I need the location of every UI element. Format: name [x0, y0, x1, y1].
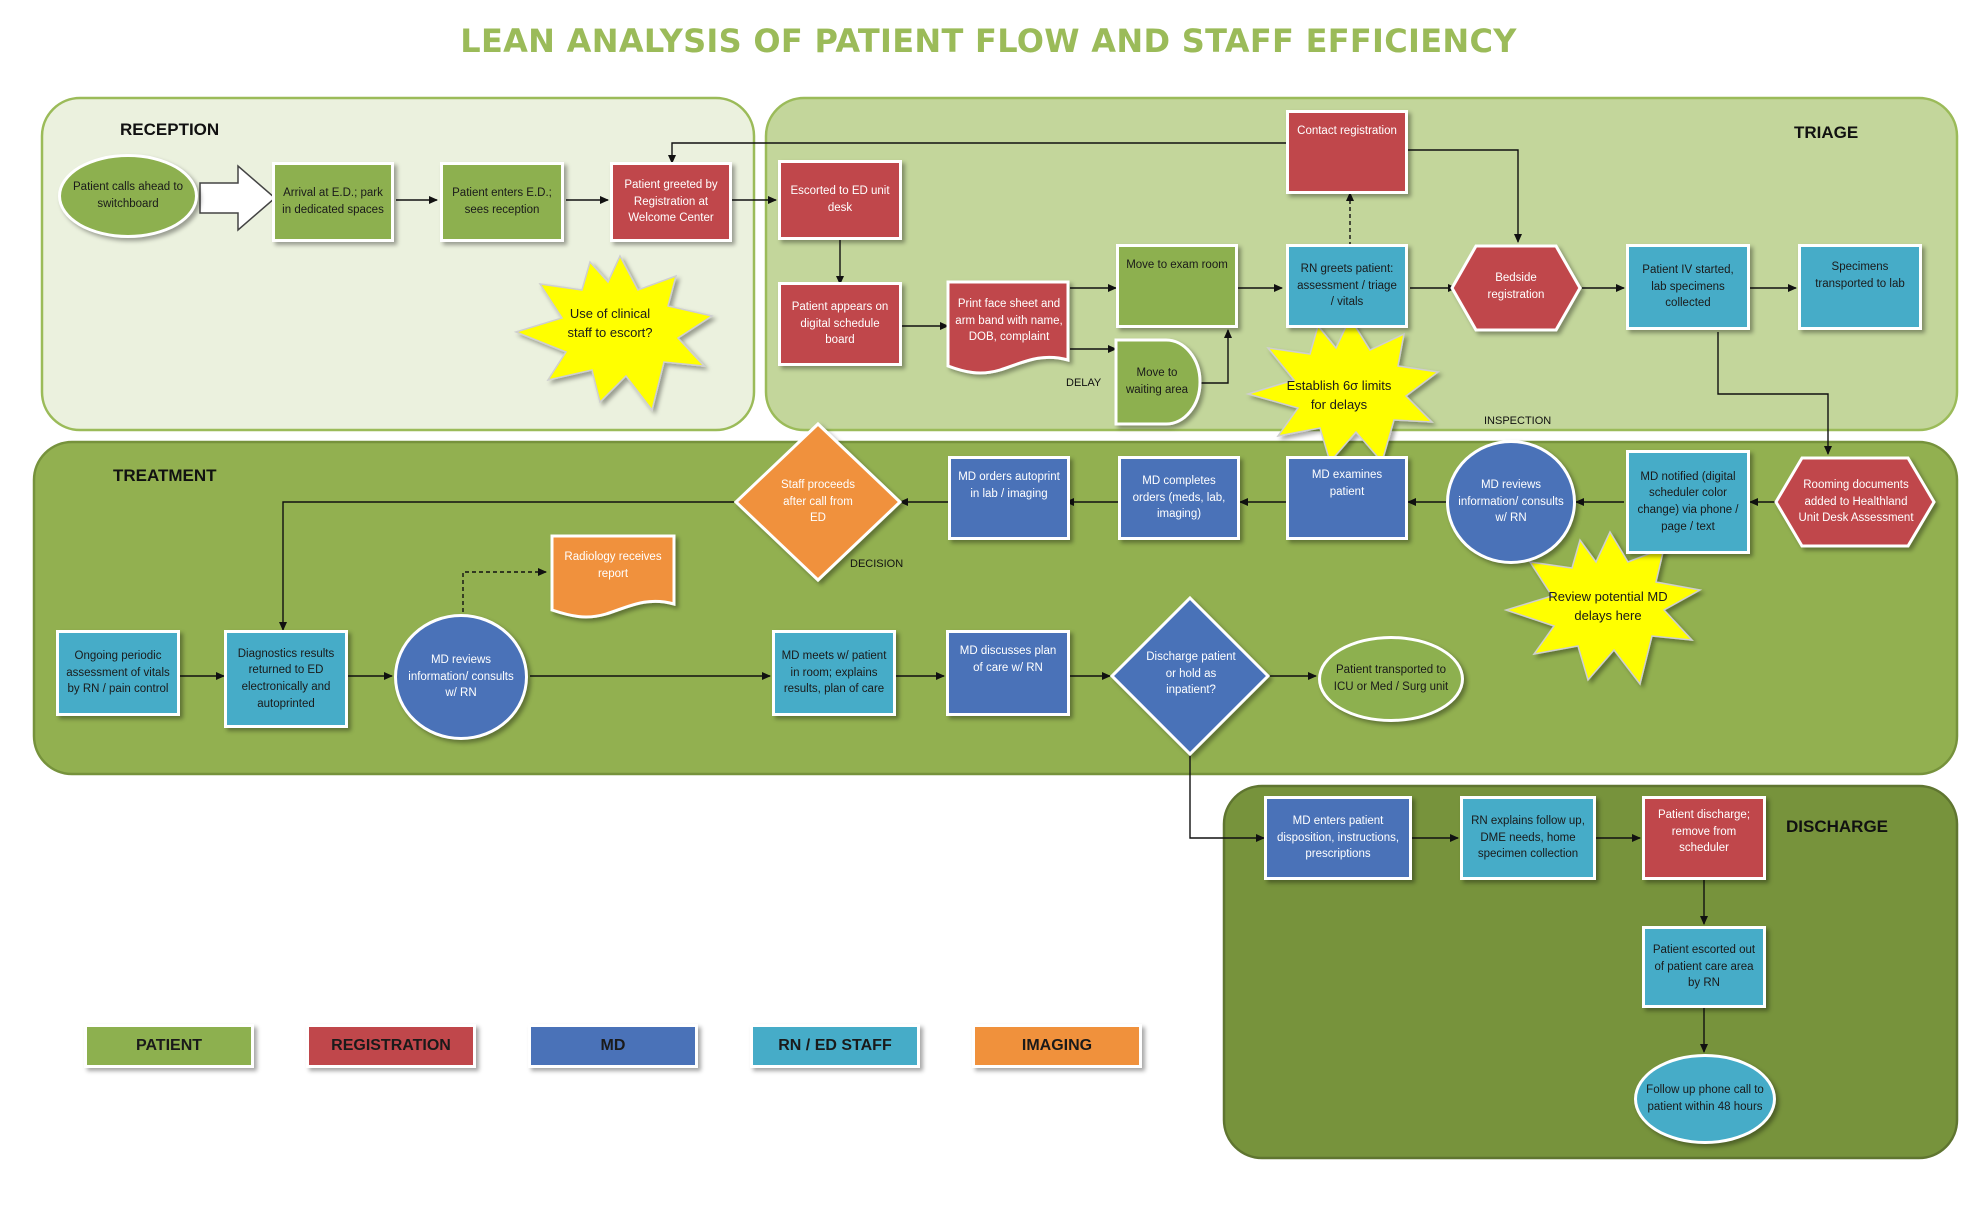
- node-n28: Discharge patient or hold as inpatient?: [1146, 650, 1236, 697]
- zone-label-triage: TRIAGE: [1794, 123, 1859, 142]
- zone-label-discharge: DISCHARGE: [1786, 817, 1889, 836]
- arrow-n25-n22: [462, 568, 547, 626]
- legend-rn-staff: RN / ED STAFF: [750, 1024, 920, 1068]
- node-n23: Ongoing periodic assessment of vitals by…: [56, 630, 180, 716]
- burst-b2: Establish 6σ limits for delays: [1286, 378, 1392, 412]
- node-n28-shape: [1109, 595, 1271, 757]
- arrow-n21-n24: [279, 501, 734, 631]
- node-n8: Move to exam room: [1116, 244, 1238, 328]
- node-n30: MD enters patient disposition, instructi…: [1264, 796, 1412, 880]
- node-n25: MD reviews information/ consults w/ RN: [394, 614, 528, 740]
- node-n26: MD meets w/ patient in room; explains re…: [772, 630, 896, 716]
- node-n6: Patient appears on digital schedule boar…: [778, 282, 902, 366]
- node-n15-shape: [1774, 456, 1936, 548]
- node-n21: Staff proceeds after call from ED: [781, 478, 855, 525]
- burst-b3-shape: [1503, 530, 1703, 686]
- arrow-n10-n4: [668, 142, 1286, 164]
- node-n3: Patient enters E.D.; sees reception: [440, 162, 564, 242]
- node-n32: Patient discharge; remove from scheduler: [1642, 796, 1766, 880]
- legend-md: MD: [528, 1024, 698, 1068]
- node-n11: RN greets patient: assessment / triage /…: [1286, 244, 1408, 328]
- node-n19: MD completes orders (meds, lab, imaging): [1118, 456, 1240, 540]
- node-n4: Patient greeted by Registration at Welco…: [610, 162, 732, 242]
- legend-patient: PATIENT: [84, 1024, 254, 1068]
- node-n10: Contact registration: [1286, 110, 1408, 194]
- node-n29: Patient transported to ICU or Med / Surg…: [1318, 636, 1464, 722]
- node-n31: RN explains follow up, DME needs, home s…: [1460, 796, 1596, 880]
- burst-b3: Review potential MD delays here: [1548, 589, 1668, 623]
- node-n14: Specimens transported to lab: [1798, 244, 1922, 330]
- burst-b1: Use of clinical staff to escort?: [567, 306, 653, 340]
- node-n13: Patient IV started, lab specimens collec…: [1626, 244, 1750, 330]
- label-decision: DECISION: [850, 558, 904, 570]
- node-n7-shape: [946, 280, 1070, 375]
- label-delay: DELAY: [1066, 377, 1102, 389]
- node-n20: MD orders autoprint in lab / imaging: [948, 456, 1070, 540]
- burst-b1-shape: [513, 254, 714, 412]
- node-n5: Escorted to ED unit desk: [778, 160, 902, 240]
- arrow-n10-n12: [1408, 149, 1522, 243]
- node-n17: MD reviews information/ consults w/ RN: [1446, 440, 1576, 564]
- node-n22: Radiology receives report: [564, 551, 662, 580]
- node-n34: Follow up phone call to patient within 4…: [1634, 1054, 1776, 1144]
- zone-label-treatment: TREATMENT: [113, 466, 217, 485]
- node-n24: Diagnostics results returned to ED elect…: [224, 630, 348, 728]
- diagram-title: LEAN ANALYSIS OF PATIENT FLOW AND STAFF …: [460, 22, 1517, 60]
- node-n7: Print face sheet and arm band with name,…: [955, 297, 1063, 344]
- node-n18: MD examines patient: [1286, 456, 1408, 540]
- arrow-n28-n30: [1189, 752, 1265, 842]
- node-n16: MD notified (digital scheduler color cha…: [1626, 450, 1750, 554]
- legend-imaging: IMAGING: [972, 1024, 1142, 1068]
- arrow-n13-n15: [1717, 332, 1832, 455]
- node-n33: Patient escorted out of patient care are…: [1642, 926, 1766, 1008]
- node-n12: Bedside registration: [1487, 272, 1545, 301]
- node-n9-shape: [1114, 338, 1202, 426]
- node-n27: MD discusses plan of care w/ RN: [946, 630, 1070, 716]
- node-n1: Patient calls ahead to switchboard: [58, 154, 198, 238]
- node-n12-shape: [1450, 244, 1582, 332]
- node-n22-shape: [550, 534, 676, 619]
- legend-registration: REGISTRATION: [306, 1024, 476, 1068]
- node-n15: Rooming documents added to Healthland Un…: [1798, 478, 1914, 525]
- zone-label-reception: RECEPTION: [120, 120, 220, 139]
- node-n2: Arrival at E.D.; park in dedicated space…: [272, 162, 394, 242]
- block-arrow: [199, 164, 277, 232]
- label-inspection: INSPECTION: [1484, 415, 1552, 427]
- node-n9: Move to waiting area: [1125, 367, 1188, 396]
- node-n21-shape: [733, 421, 903, 583]
- arrow-n9-n8: [1200, 329, 1232, 384]
